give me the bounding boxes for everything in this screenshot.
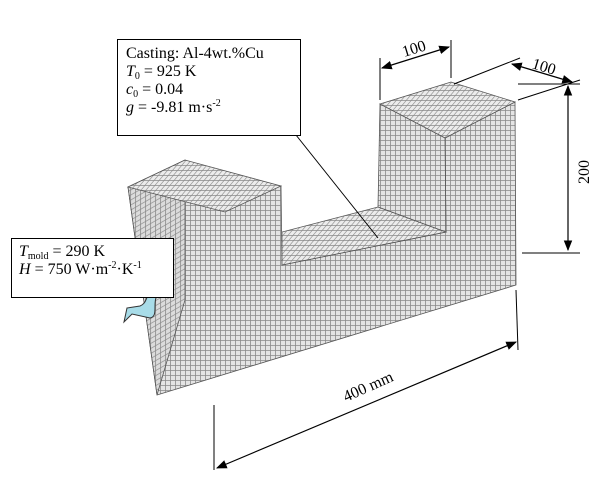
dim-length-label: 400 mm xyxy=(341,368,397,405)
left-tower-top xyxy=(126,159,283,213)
casting-title: Casting: Al-4wt.%Cu xyxy=(126,45,264,62)
casting-leader-line xyxy=(291,129,379,239)
heat-transfer-coefficient: H = 750 W·m-2·K-1 xyxy=(19,260,142,279)
dim-length-line xyxy=(216,341,517,469)
dim-height-label: 200 xyxy=(576,160,593,184)
mesh-block xyxy=(126,81,517,396)
dim-top-depth-label: 100 xyxy=(530,56,558,79)
mold-temperature: Tmold = 290 K xyxy=(19,243,106,262)
gravity: g = -9.81 m·s-2 xyxy=(126,98,221,117)
initial-temperature: T0 = 925 K xyxy=(126,63,197,82)
initial-concentration: c0 = 0.04 xyxy=(126,81,184,100)
casting-parameters-box: Casting: Al-4wt.%Cu T0 = 925 K c0 = 0.04… xyxy=(117,39,301,136)
mold-parameters-box: Tmold = 290 K H = 750 W·m-2·K-1 xyxy=(11,238,174,298)
dim-top-width-line xyxy=(380,45,451,70)
dim-top-depth-line xyxy=(510,62,574,84)
dim-top-width-label: 100 xyxy=(400,38,428,61)
right-tower-inner-face xyxy=(377,103,447,233)
dimension-lines xyxy=(216,45,574,469)
